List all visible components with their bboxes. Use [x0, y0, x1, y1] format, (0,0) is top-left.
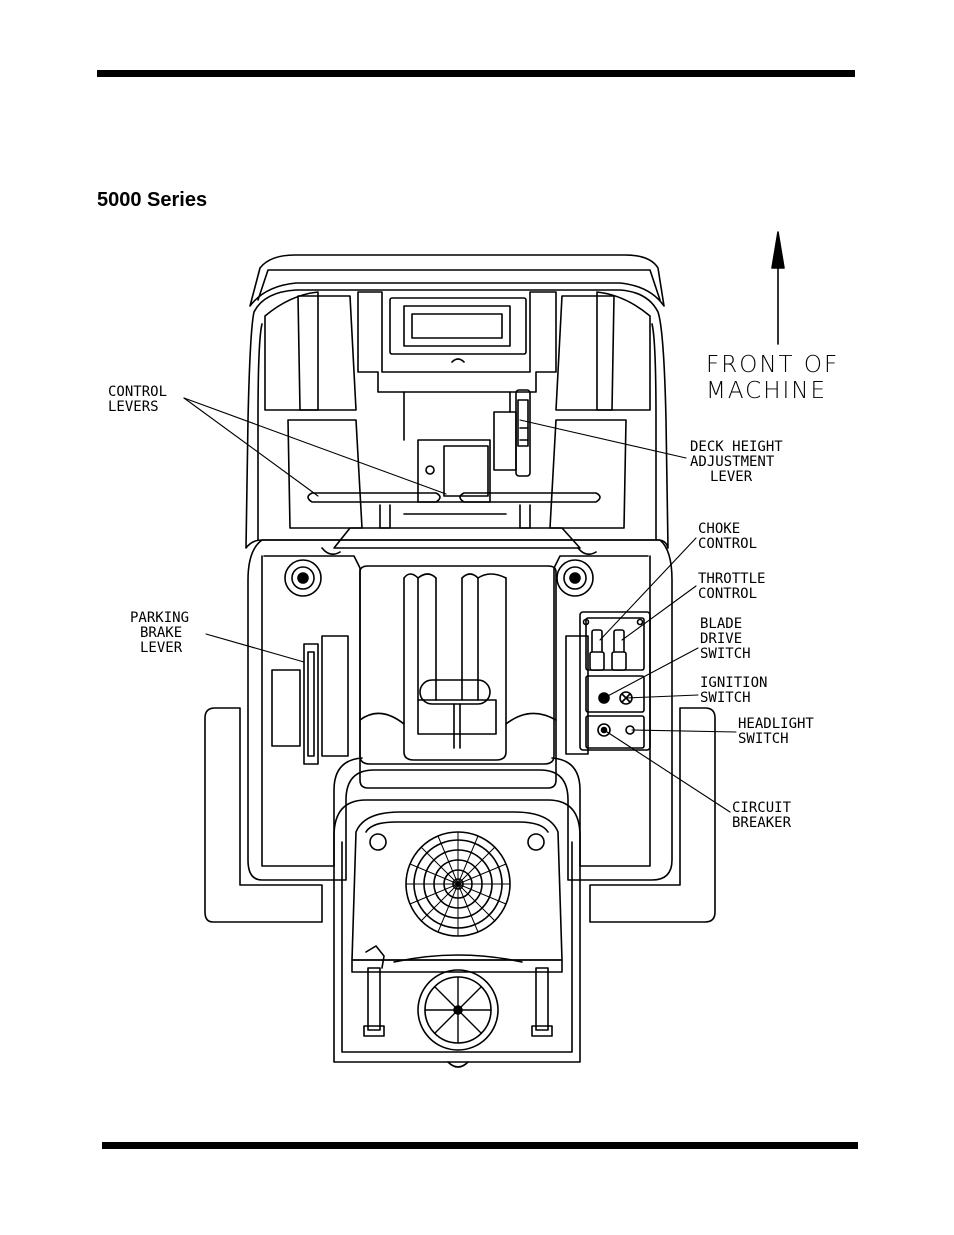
front-arrow-head	[771, 231, 785, 269]
engine-compartment	[333, 799, 581, 1063]
label-blade-drive: BLADE DRIVE SWITCH	[700, 616, 751, 662]
svg-text:CHOKE: CHOKE	[698, 521, 740, 537]
control-lever-bar-left	[307, 492, 441, 503]
svg-text:LEVER: LEVER	[710, 469, 753, 485]
svg-text:HEADLIGHT: HEADLIGHT	[738, 716, 814, 732]
bottom-rule	[102, 1142, 858, 1149]
svg-text:BRAKE: BRAKE	[140, 625, 182, 641]
label-circuit-breaker: CIRCUIT BREAKER	[732, 800, 792, 831]
svg-text:MACHINE: MACHINE	[706, 378, 827, 404]
right-rear-wheel	[589, 707, 716, 923]
svg-text:CONTROL: CONTROL	[698, 536, 757, 552]
parking-brake-lever	[303, 643, 319, 765]
svg-text:CONTROL: CONTROL	[108, 384, 167, 400]
svg-text:PARKING: PARKING	[130, 610, 189, 626]
svg-text:LEVER: LEVER	[140, 640, 183, 656]
svg-text:BLADE: BLADE	[700, 616, 742, 632]
label-control-levers: CONTROL LEVERS	[108, 384, 167, 415]
instrument-pod	[389, 297, 527, 355]
label-headlight: HEADLIGHT SWITCH	[738, 716, 814, 747]
svg-text:FRONT OF: FRONT OF	[706, 352, 839, 378]
svg-text:THROTTLE: THROTTLE	[698, 571, 765, 587]
front-hood	[249, 254, 665, 307]
label-choke: CHOKE CONTROL	[698, 521, 757, 552]
label-throttle: THROTTLE CONTROL	[698, 571, 765, 602]
rear-fan	[417, 969, 499, 1051]
label-front-of-machine: FRONT OF MACHINE	[706, 352, 839, 404]
svg-text:DRIVE: DRIVE	[700, 631, 742, 647]
label-parking-brake: PARKING BRAKE LEVER	[130, 610, 189, 656]
page-heading: 5000 Series	[97, 189, 208, 211]
svg-text:DECK HEIGHT: DECK HEIGHT	[690, 439, 783, 455]
right-knob	[556, 559, 594, 597]
rear-body	[247, 539, 673, 881]
chassis-outline	[245, 289, 669, 549]
left-knob	[284, 559, 322, 597]
seat-bracket	[417, 439, 491, 503]
svg-text:IGNITION: IGNITION	[700, 675, 767, 691]
left-rear-wheel	[204, 707, 323, 923]
control-lever-bar-right	[459, 492, 601, 503]
svg-text:SWITCH: SWITCH	[738, 731, 789, 747]
label-deck-height: DECK HEIGHT ADJUSTMENT LEVER	[690, 439, 783, 485]
svg-text:CONTROL: CONTROL	[698, 586, 757, 602]
label-ignition: IGNITION SWITCH	[700, 675, 767, 706]
seat	[359, 565, 557, 789]
svg-text:CIRCUIT: CIRCUIT	[732, 800, 792, 816]
svg-text:SWITCH: SWITCH	[700, 646, 751, 662]
control-panel	[579, 611, 651, 751]
svg-text:ADJUSTMENT: ADJUSTMENT	[690, 454, 775, 470]
circuit-breaker	[597, 723, 611, 737]
top-rule	[97, 70, 855, 77]
deck-height-lever-bracket	[493, 411, 517, 471]
svg-text:SWITCH: SWITCH	[700, 690, 751, 706]
svg-text:BREAKER: BREAKER	[732, 815, 792, 831]
svg-text:LEVERS: LEVERS	[108, 399, 159, 415]
